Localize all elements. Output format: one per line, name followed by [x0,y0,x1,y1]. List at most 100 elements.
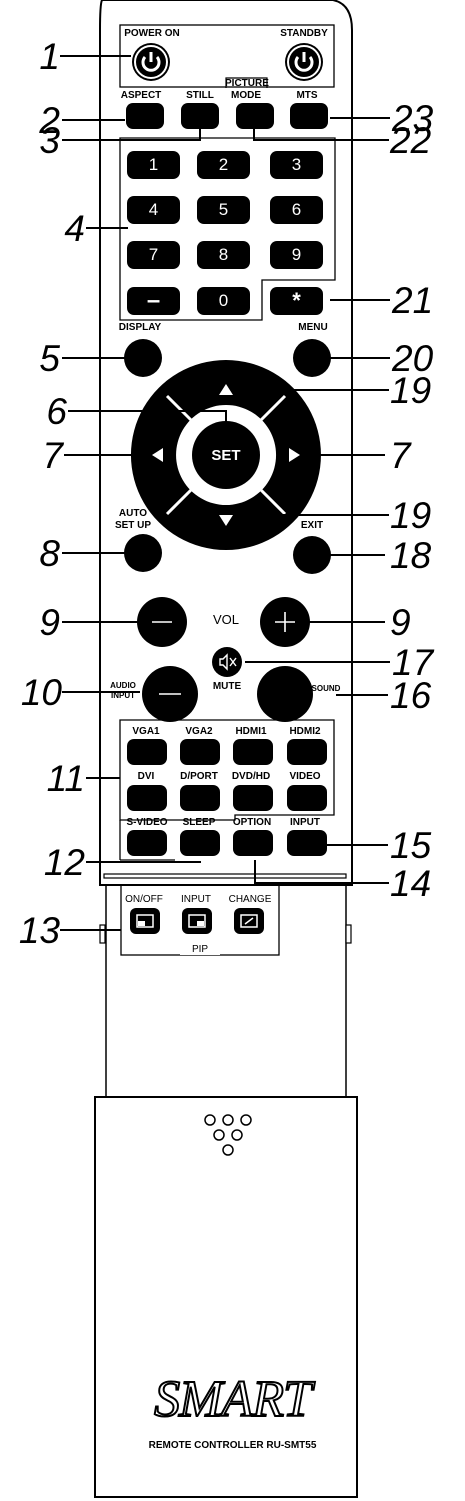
exit-label: EXIT [300,520,324,531]
pip-input-label: INPUT [181,894,211,905]
callout-19-top: 19 [390,370,432,411]
dport-label: D/PORT [180,771,218,782]
hdmi2-button[interactable] [287,739,327,765]
callout-22: 22 [390,120,432,161]
svideo-button[interactable] [127,830,167,856]
key-8[interactable]: 8 [197,241,250,269]
callout-7-right: 7 [390,435,411,476]
dport-button[interactable] [180,785,220,811]
minus-icon [159,693,181,695]
minus-icon [152,621,172,623]
option-label: OPTION [232,817,272,828]
pip-change-button[interactable] [234,908,264,934]
picture-label: PICTURE [225,78,269,89]
callout-4: 4 [64,208,85,249]
callout-5: 5 [39,338,60,379]
key-star[interactable]: * [270,287,323,315]
pip-input-button[interactable] [182,908,212,934]
callout-6: 6 [46,391,67,432]
pip-change-label: CHANGE [228,894,272,905]
power-on-label: POWER ON [124,28,180,39]
direction-pad[interactable] [130,360,321,550]
volume-up-button[interactable] [260,597,310,647]
sleep-button[interactable] [180,830,220,856]
mts-label: MTS [296,90,318,101]
input-button[interactable] [287,830,327,856]
callout-18: 18 [390,535,432,576]
volume-down-button[interactable] [137,597,187,647]
picture-mode-button[interactable] [236,103,274,129]
mute-button[interactable] [212,647,242,677]
vga1-label: VGA1 [132,726,160,737]
pip-onoff-button[interactable] [130,908,160,934]
hdmi1-label: HDMI1 [235,726,267,737]
callout-20: 20 [392,338,434,379]
audio-input-button[interactable] [142,666,198,722]
key-7[interactable]: 7 [127,241,180,269]
power-on-button[interactable] [132,43,170,81]
callout-21: 21 [392,280,434,321]
still-label: STILL [186,90,214,101]
key-0[interactable]: 0 [197,287,250,315]
pip-window-icon [188,914,206,928]
sound-button[interactable] [257,666,313,722]
pip-window-icon [240,914,258,928]
vga2-button[interactable] [180,739,220,765]
speaker-holes-icon [204,1114,252,1156]
auto-setup-button[interactable] [124,534,162,572]
callout-13: 13 [18,910,60,951]
callout-3: 3 [39,120,60,161]
vga1-button[interactable] [127,739,167,765]
key-1[interactable]: 1 [127,151,180,179]
key-6[interactable]: 6 [270,196,323,224]
callout-8: 8 [39,533,60,574]
key-5[interactable]: 5 [197,196,250,224]
mts-button[interactable] [290,103,328,129]
sound-label: SOUND [311,684,341,693]
callout-10: 10 [20,672,62,713]
dvdhd-button[interactable] [233,785,273,811]
video-button[interactable] [287,785,327,811]
callout-12: 12 [43,842,85,883]
audio-input-label: INPUT [111,691,135,700]
arrow-left-icon [152,448,163,462]
vol-label: VOL [212,612,239,627]
callout-11: 11 [46,758,85,799]
key-4[interactable]: 4 [127,196,180,224]
key-2[interactable]: 2 [197,151,250,179]
power-icon [134,45,168,79]
option-button[interactable] [233,830,273,856]
callout-9-right: 9 [390,602,411,643]
key-9[interactable]: 9 [270,241,323,269]
callout-17: 17 [392,642,434,683]
arrow-right-icon [289,448,300,462]
mode-label: MODE [231,90,261,101]
callout-9-left: 9 [39,602,60,643]
plus-icon [275,612,295,632]
dvi-button[interactable] [127,785,167,811]
model-title: REMOTE CONTROLLER RU-SMT55 [148,1440,317,1451]
audio-label: AUDIO [110,681,136,690]
standby-button[interactable] [285,43,323,81]
callout-7-left: 7 [42,435,63,476]
aspect-button[interactable] [126,103,164,129]
mute-icon [219,653,237,671]
hdmi2-label: HDMI2 [289,726,321,737]
key-dash[interactable]: – [127,287,180,315]
standby-label: STANDBY [280,28,328,39]
display-label: DISPLAY [118,322,162,333]
dvdhd-label: DVD/HD [231,771,271,782]
display-button[interactable] [124,339,162,377]
set-button[interactable]: SET [192,421,260,489]
video-label: VIDEO [289,771,321,782]
hdmi1-button[interactable] [233,739,273,765]
dvi-label: DVI [137,771,155,782]
exit-button[interactable] [293,536,331,574]
still-button[interactable] [181,103,219,129]
callout-15: 15 [390,825,432,866]
key-3[interactable]: 3 [270,151,323,179]
callout-16: 16 [390,675,432,716]
callout-2: 2 [39,100,60,141]
menu-button[interactable] [293,339,331,377]
